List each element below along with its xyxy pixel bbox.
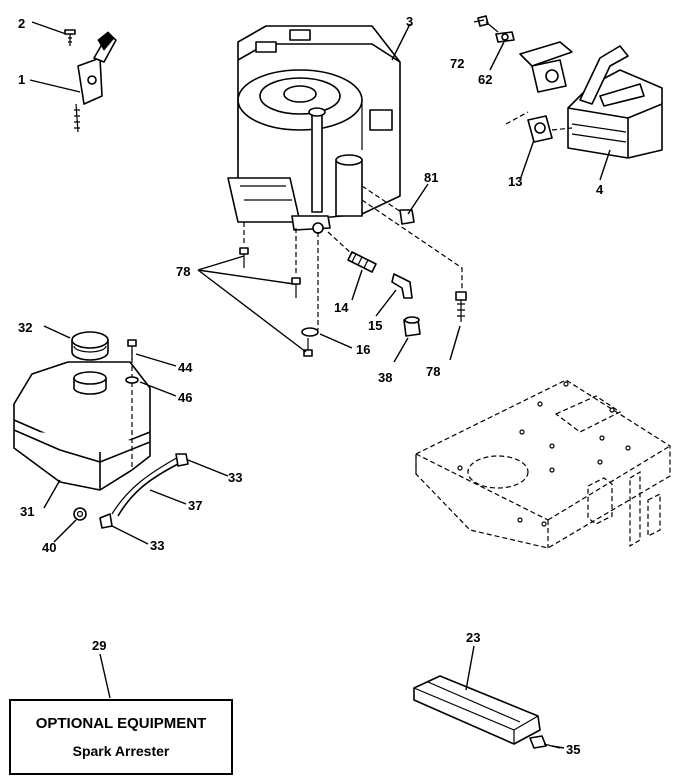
callout-2: 2 bbox=[18, 16, 25, 31]
leader-lines bbox=[29, 19, 611, 749]
spark-arrester bbox=[413, 675, 561, 749]
fuel-fittings bbox=[327, 209, 421, 337]
callout-38: 38 bbox=[378, 370, 392, 385]
callout-16: 16 bbox=[356, 342, 370, 357]
optional-equipment-subtitle: Spark Arrester bbox=[73, 743, 170, 759]
fuel-tank bbox=[13, 331, 151, 491]
callout-37: 37 bbox=[188, 498, 202, 513]
muffler bbox=[477, 15, 663, 159]
callout-32: 32 bbox=[18, 320, 32, 335]
callout-78-left: 78 bbox=[176, 264, 190, 279]
washer-16 bbox=[301, 327, 319, 337]
callout-31: 31 bbox=[20, 504, 34, 519]
callout-15: 15 bbox=[368, 318, 382, 333]
callouts: 2 1 3 72 62 13 4 81 78 14 15 16 38 78 32… bbox=[18, 14, 604, 757]
engine-bolts bbox=[239, 247, 467, 357]
callout-62: 62 bbox=[478, 72, 492, 87]
optional-equipment-title: OPTIONAL EQUIPMENT bbox=[36, 715, 207, 732]
callout-44: 44 bbox=[178, 360, 193, 375]
throttle-control bbox=[64, 29, 117, 133]
callout-72: 72 bbox=[450, 56, 464, 71]
callout-3: 3 bbox=[406, 14, 413, 29]
callout-35: 35 bbox=[566, 742, 580, 757]
callout-1: 1 bbox=[18, 72, 25, 87]
callout-13: 13 bbox=[508, 174, 522, 189]
chassis-plate bbox=[415, 379, 671, 549]
callout-4: 4 bbox=[596, 182, 604, 197]
callout-33-bottom: 33 bbox=[150, 538, 164, 553]
callout-78-right: 78 bbox=[426, 364, 440, 379]
optional-equipment-box: OPTIONAL EQUIPMENT Spark Arrester bbox=[9, 699, 233, 775]
engine bbox=[227, 25, 463, 330]
callout-23: 23 bbox=[466, 630, 480, 645]
callout-40: 40 bbox=[42, 540, 56, 555]
callout-14: 14 bbox=[334, 300, 349, 315]
callout-81: 81 bbox=[424, 170, 438, 185]
callout-29: 29 bbox=[92, 638, 106, 653]
callout-46: 46 bbox=[178, 390, 192, 405]
callout-33-right: 33 bbox=[228, 470, 242, 485]
